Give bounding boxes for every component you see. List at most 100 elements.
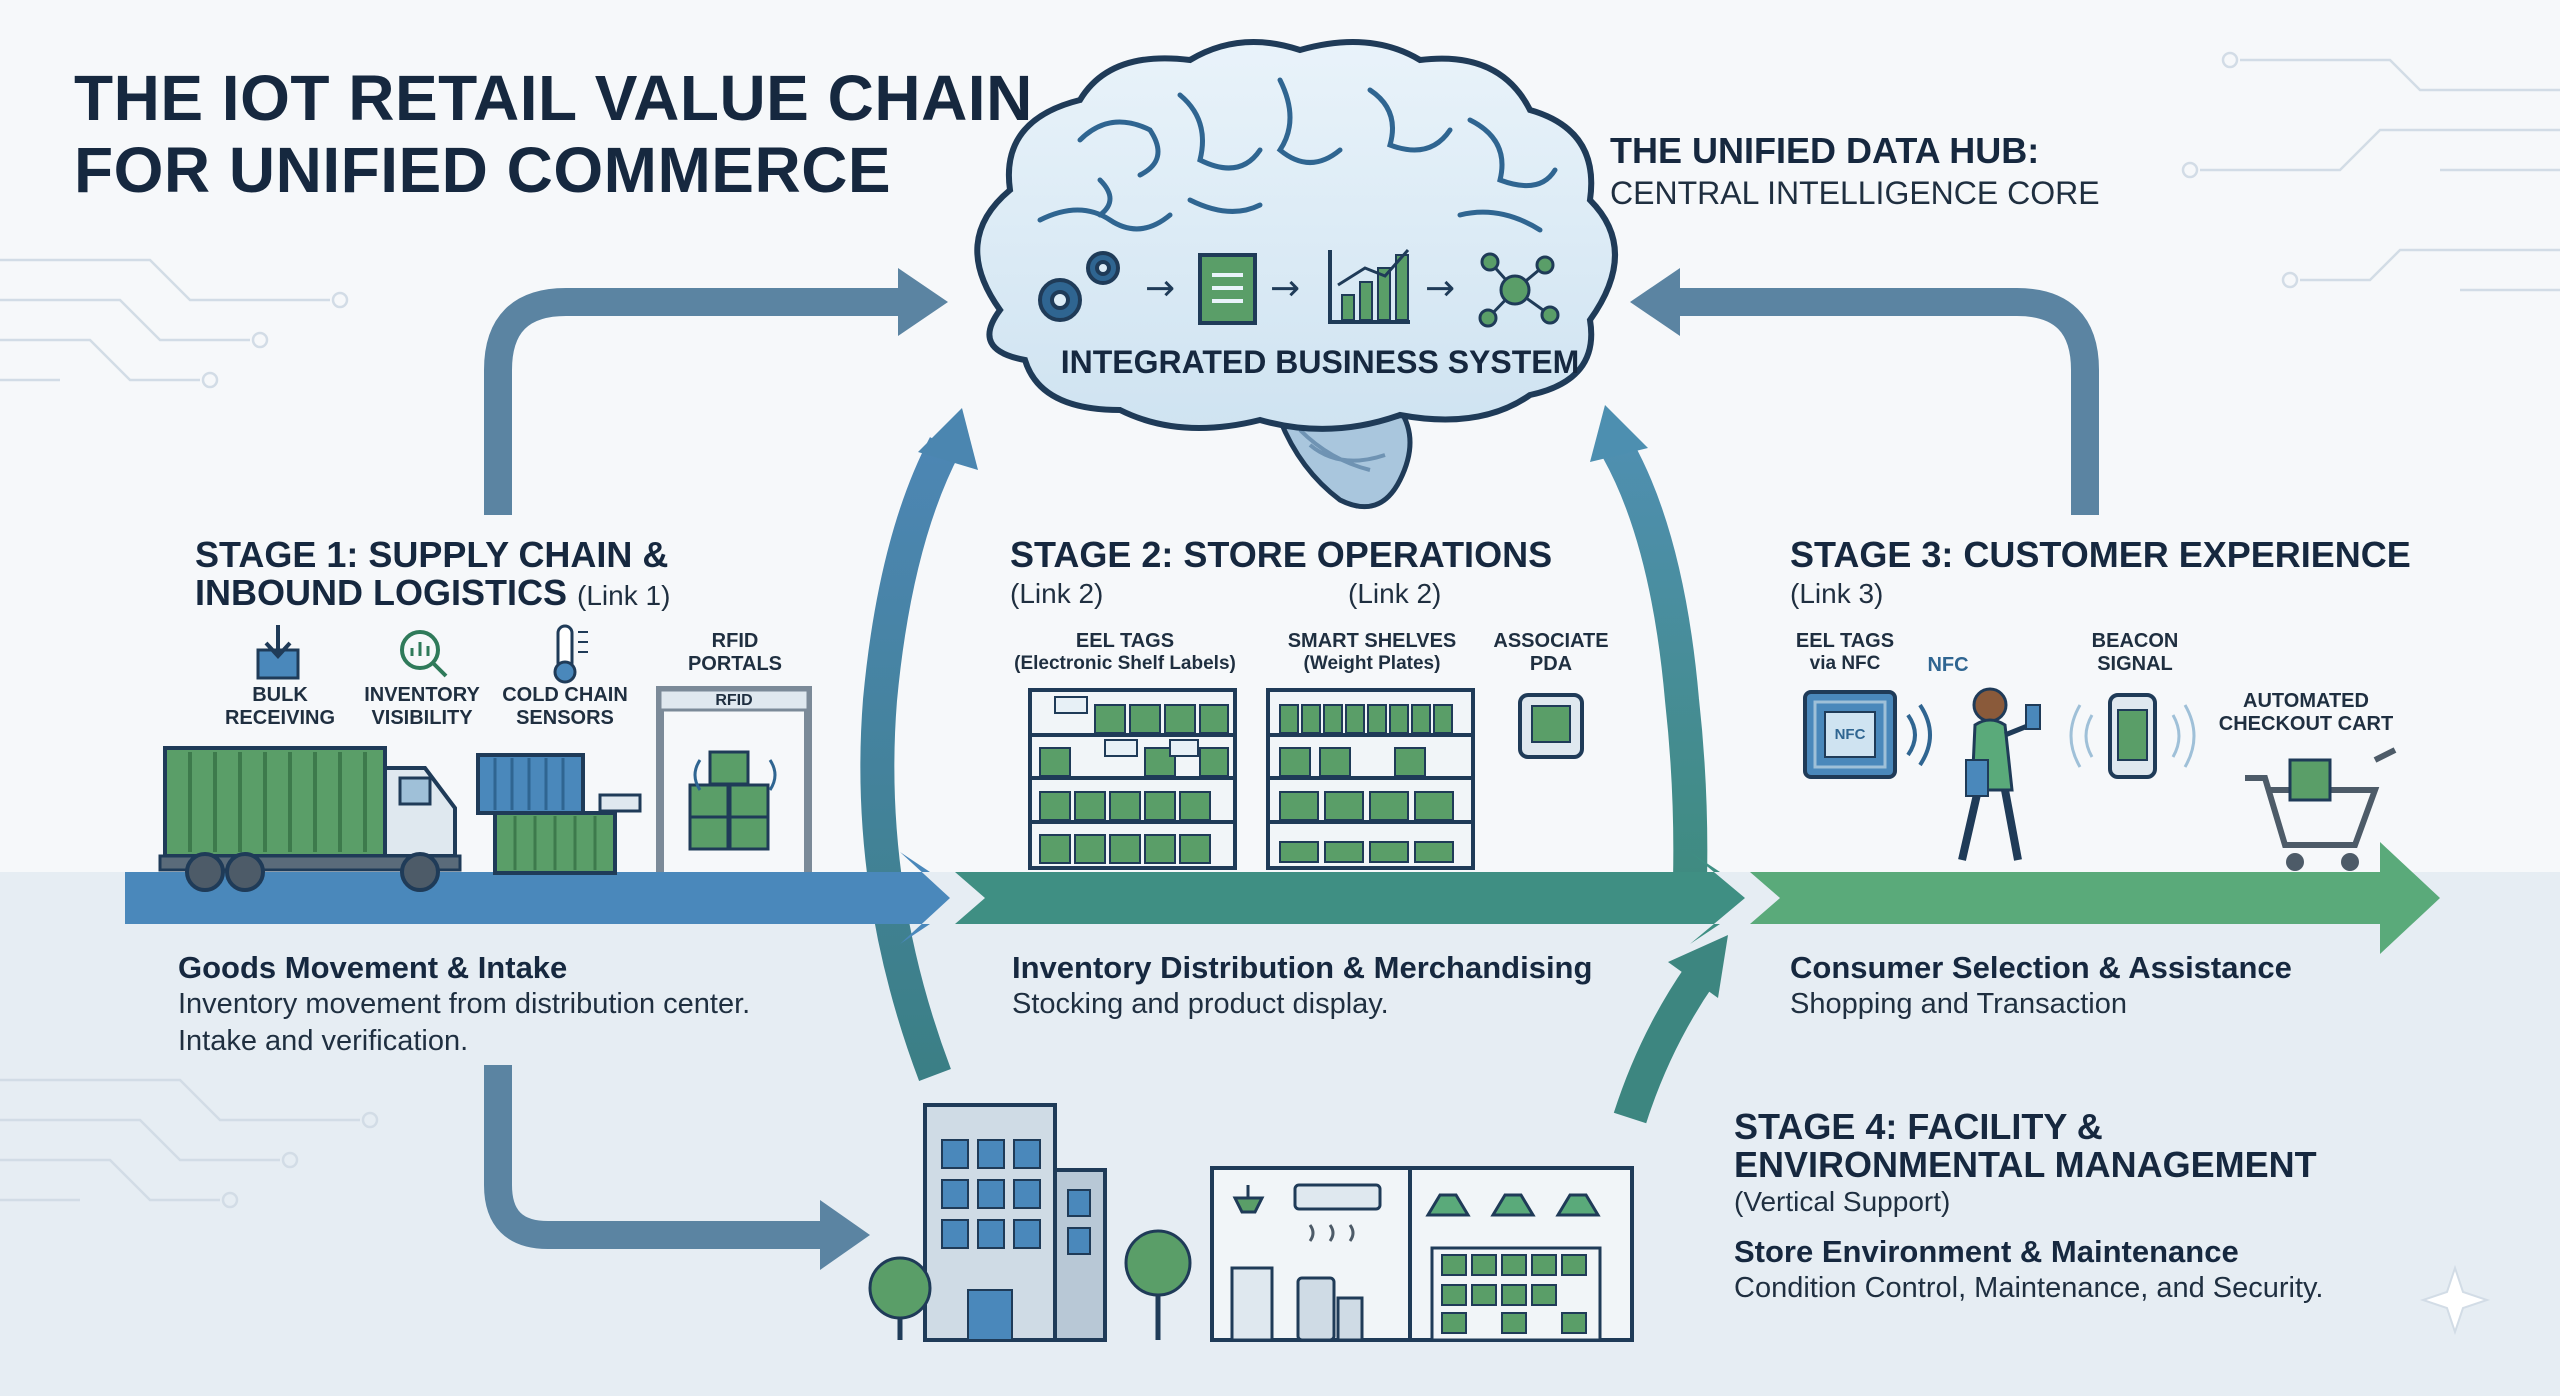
rfid-portal-gate bbox=[656, 686, 812, 872]
main-flow-segment-2 bbox=[955, 852, 1745, 944]
eel-tags-line2: (Electronic Shelf Labels) bbox=[1014, 653, 1236, 674]
automated-checkout-cart-label: AUTOMATED CHECKOUT CART bbox=[2215, 690, 2397, 736]
stage4-heading-line1: STAGE 4: FACILITY & bbox=[1734, 1106, 2103, 1147]
hub-arrow-3: → bbox=[1425, 268, 1455, 309]
stage1-desc-title: Goods Movement & Intake bbox=[178, 950, 568, 985]
stage2-link-b: (Link 2) bbox=[1348, 578, 1442, 609]
smart-shelves-line2: (Weight Plates) bbox=[1303, 653, 1441, 674]
page-title-line1: THE IOT RETAIL VALUE CHAIN bbox=[74, 62, 1033, 134]
eel-tags-line1: EEL TAGS bbox=[1075, 630, 1175, 652]
stage3-desc-title: Consumer Selection & Assistance bbox=[1790, 950, 2292, 985]
stage4-heading: STAGE 4: FACILITY & ENVIRONMENTAL MANAGE… bbox=[1734, 1108, 2317, 1184]
associate-pda-line1: ASSOCIATE bbox=[1493, 630, 1609, 652]
eel-tags-label: EEL TAGS (Electronic Shelf Labels) bbox=[1000, 630, 1250, 675]
beacon-phone-icon bbox=[2069, 693, 2196, 779]
bulk-receiving-line1: BULK bbox=[252, 684, 308, 706]
arrow-stage4-to-stage3 bbox=[1613, 965, 1715, 1124]
nfc-tag-icon bbox=[1803, 690, 1932, 779]
bulk-receiving-label: BULK RECEIVING bbox=[218, 684, 342, 730]
inventory-visibility-line2: VISIBILITY bbox=[371, 707, 473, 729]
integrated-business-system-label: INTEGRATED BUSINESS SYSTEM bbox=[1060, 344, 1580, 380]
delivery-truck-illustration bbox=[158, 746, 462, 892]
associate-pda-icon bbox=[1518, 693, 1584, 759]
arc-arrow-facility-to-hub-left bbox=[860, 437, 961, 1082]
stage2-desc: Stocking and product display. bbox=[1012, 988, 1389, 1020]
main-flow-segment-1 bbox=[125, 852, 950, 944]
stage1-desc-line1: Inventory movement from distribution cen… bbox=[178, 988, 751, 1020]
checkout-cart-icon bbox=[2245, 747, 2397, 871]
circuit-decoration-right bbox=[2181, 51, 2560, 292]
arc-arrow-head-right bbox=[1590, 405, 1648, 462]
facility-interior-illustration bbox=[1210, 1166, 1634, 1342]
loop-arrow-head-right bbox=[1630, 268, 1680, 336]
loop-arrow-stage1-to-facility bbox=[484, 1065, 820, 1249]
document-icon bbox=[1198, 253, 1257, 325]
stage4-link: (Vertical Support) bbox=[1734, 1186, 1951, 1217]
bulk-receiving-line2: RECEIVING bbox=[224, 707, 336, 729]
stage1-link: (Link 1) bbox=[577, 580, 671, 611]
rfid-portals-line1: RFID bbox=[711, 630, 759, 652]
stage3-heading: STAGE 3: CUSTOMER EXPERIENCE bbox=[1790, 534, 2411, 575]
cold-chain-thermometer-icon bbox=[553, 624, 588, 684]
stage1-heading-line1: STAGE 1: SUPPLY CHAIN & bbox=[195, 534, 669, 575]
beacon-line1: BEACON bbox=[2091, 630, 2179, 652]
tree-right-icon bbox=[1124, 1229, 1192, 1340]
arc-arrow-head-left bbox=[918, 408, 978, 470]
rfid-portals-label: RFID PORTALS bbox=[680, 630, 790, 676]
smart-shelf-unit bbox=[1266, 688, 1475, 870]
arrow-stage4-head bbox=[1668, 935, 1728, 998]
stage2-link-a: (Link 2) bbox=[1010, 578, 1104, 609]
hub-title: THE UNIFIED DATA HUB: bbox=[1610, 130, 2040, 171]
office-building-illustration bbox=[923, 1103, 1107, 1342]
main-flow-segment-3 bbox=[1750, 842, 2440, 954]
loop-arrow-facility-head bbox=[820, 1200, 870, 1270]
nfc-tag-text: NFC bbox=[1834, 726, 1866, 743]
cold-chain-line2: SENSORS bbox=[516, 707, 614, 729]
bulk-receiving-icon bbox=[256, 625, 300, 680]
stage2-heading: STAGE 2: STORE OPERATIONS bbox=[1010, 534, 1553, 575]
associate-pda-label: ASSOCIATE PDA bbox=[1490, 630, 1612, 676]
hub-arrow-1: → bbox=[1145, 268, 1175, 309]
hub-subtitle: CENTRAL INTELLIGENCE CORE bbox=[1610, 175, 2100, 211]
stage3-link: (Link 3) bbox=[1790, 578, 1884, 609]
smart-shelves-label: SMART SHELVES (Weight Plates) bbox=[1262, 630, 1482, 675]
beacon-signal-label: BEACON SIGNAL bbox=[2075, 630, 2195, 676]
inventory-visibility-label: INVENTORY VISIBILITY bbox=[360, 684, 484, 730]
loop-arrow-head-left bbox=[898, 268, 948, 336]
network-icon bbox=[1478, 252, 1560, 328]
hub-arrow-2: → bbox=[1270, 268, 1300, 309]
stage4-heading-line2: ENVIRONMENTAL MANAGEMENT bbox=[1734, 1144, 2317, 1185]
stage2-desc-title: Inventory Distribution & Merchandising bbox=[1012, 950, 1593, 985]
nfc-label: NFC bbox=[1927, 654, 1969, 676]
stage1-heading: STAGE 1: SUPPLY CHAIN & INBOUND LOGISTIC… bbox=[195, 536, 670, 615]
stage3-desc: Shopping and Transaction bbox=[1790, 988, 2127, 1020]
stage1-desc: Inventory movement from distribution cen… bbox=[178, 986, 750, 1060]
eel-tags-nfc-label: EEL TAGS via NFC bbox=[1780, 630, 1910, 675]
eel-tags-nfc-line2: via NFC bbox=[1809, 653, 1881, 674]
rfid-gate-sign: RFID bbox=[715, 692, 753, 709]
stage4-desc-title: Store Environment & Maintenance bbox=[1734, 1234, 2239, 1269]
smart-shelves-line1: SMART SHELVES bbox=[1287, 630, 1457, 652]
circuit-decoration-left bbox=[0, 258, 379, 1209]
eel-tags-nfc-line1: EEL TAGS bbox=[1795, 630, 1895, 652]
checkout-cart-line1: AUTOMATED bbox=[2243, 690, 2369, 712]
beacon-line2: SIGNAL bbox=[2097, 653, 2173, 675]
page-title-line2: FOR UNIFIED COMMERCE bbox=[74, 134, 892, 206]
stage4-desc: Condition Control, Maintenance, and Secu… bbox=[1734, 1272, 2324, 1304]
loop-arrow-stage1-to-hub bbox=[484, 288, 905, 515]
sparkle-icon bbox=[2419, 1264, 2491, 1336]
checkout-cart-line2: CHECKOUT CART bbox=[2218, 713, 2394, 735]
hub-brain: → → → bbox=[974, 39, 1618, 510]
associate-pda-line2: PDA bbox=[1529, 653, 1573, 675]
arc-arrow-hub-right bbox=[1603, 441, 1708, 881]
bar-chart-icon bbox=[1328, 249, 1410, 324]
cold-chain-line1: COLD CHAIN bbox=[502, 684, 628, 706]
shopper-person-illustration bbox=[1958, 687, 2041, 861]
cold-chain-sensors-label: COLD CHAIN SENSORS bbox=[498, 684, 632, 730]
stage1-desc-line2: Intake and verification. bbox=[178, 1025, 469, 1057]
stage1-heading-line2: INBOUND LOGISTICS bbox=[195, 572, 568, 613]
tree-left-icon bbox=[868, 1256, 932, 1340]
cold-chain-containers bbox=[476, 753, 642, 875]
